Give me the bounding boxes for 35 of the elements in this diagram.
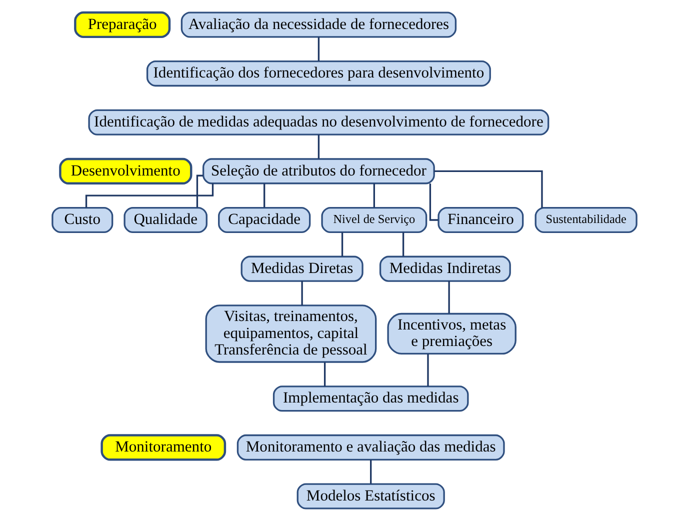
node-box: Avaliação da necessidade de fornecedores (180, 12, 457, 38)
node-box: Custo (52, 206, 114, 234)
connector (264, 184, 266, 208)
connector (318, 37, 320, 62)
node-box: Identificação dos fornecedores para desenvolvimento (146, 60, 491, 87)
node-box: Financeiro (438, 206, 524, 234)
node-box: Desenvolvimento (59, 158, 192, 184)
connector (301, 281, 303, 306)
node-box: Qualidade (124, 206, 208, 234)
node-box: Nivel de Serviço (321, 206, 428, 234)
node-box: Medidas Diretas (240, 256, 364, 282)
connector (427, 354, 429, 386)
node-box: Medidas Indiretas (379, 256, 511, 282)
node-box: Preparação (74, 11, 171, 38)
node-box: Capacidade (218, 206, 311, 234)
node-box: Visitas, treinamentos, equipamentos, capital Transferência de pessoal (205, 304, 377, 363)
node-box: Sustentabilidade (534, 206, 638, 234)
connector (429, 184, 438, 221)
node-box: Seleção de atributos do fornecedor (202, 158, 435, 184)
connector (324, 362, 326, 386)
connector (373, 184, 376, 208)
connector (341, 232, 344, 256)
node-box: Monitoramento e avaliação das medidas (236, 434, 505, 460)
connector (434, 170, 543, 208)
connector (196, 174, 204, 208)
connector (448, 281, 450, 314)
connector (318, 134, 320, 159)
connector (370, 460, 372, 484)
node-box: Monitoramento (100, 434, 226, 461)
connector (402, 232, 404, 256)
node-box: Incentivos, metas e premiações (387, 312, 516, 355)
connector (85, 183, 214, 208)
node-box: Identificação de medidas adequadas no desenvolvimento de fornecedore (88, 109, 550, 136)
node-box: Implementação das medidas (272, 386, 469, 412)
node-box: Modelos Estatísticos (296, 483, 445, 510)
